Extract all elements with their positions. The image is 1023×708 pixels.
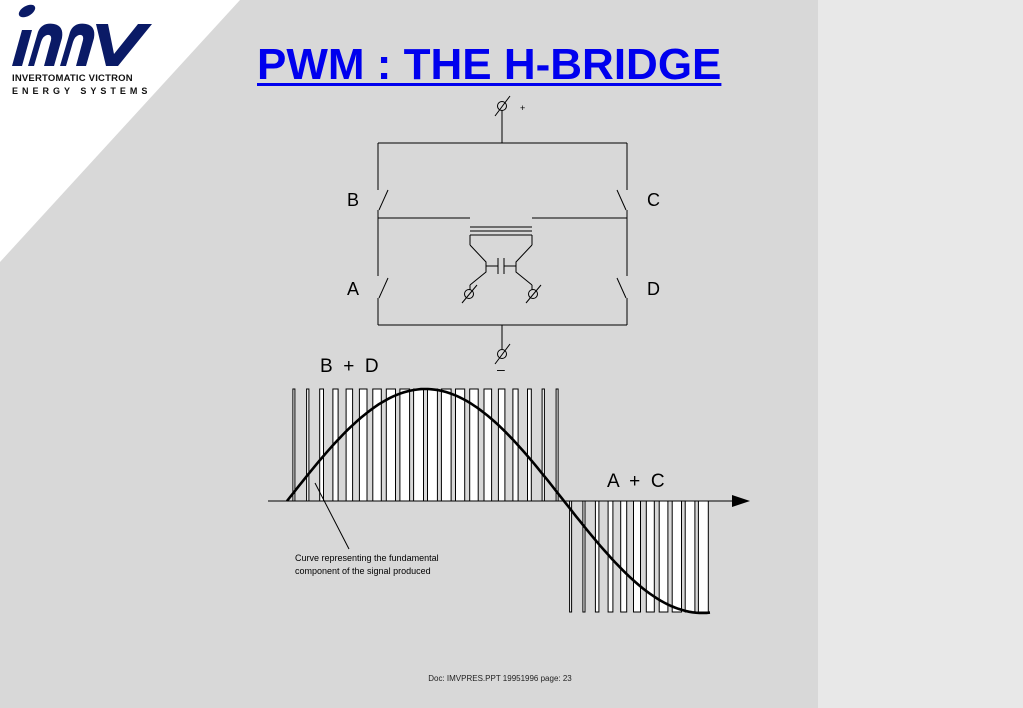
switch-label-b: B (347, 190, 359, 210)
pwm-pulse (569, 500, 573, 613)
h-bridge-circuit (377, 95, 628, 365)
negative-pwm-pulses (569, 500, 709, 613)
bottom-terminal-slash (494, 343, 511, 365)
pwm-pulse (684, 500, 696, 613)
top-terminal (497, 101, 507, 111)
pwm-pulse (594, 500, 600, 613)
left-output-branch (469, 244, 487, 286)
pwm-pulse (455, 388, 466, 502)
switch-a (378, 277, 389, 299)
switch-c (616, 189, 627, 211)
bottom-terminal (497, 349, 507, 359)
pwm-pulse (697, 500, 709, 613)
positive-pulse-label: B + D (320, 356, 379, 377)
pwm-pulse (527, 388, 532, 502)
right-output-branch (515, 244, 533, 286)
top-terminal-slash (494, 95, 511, 117)
h-bridge-diagram: + – B C A D B + D A + C Curve representi… (268, 95, 750, 615)
positive-terminal-label: + (520, 103, 525, 113)
pwm-pulse (413, 388, 425, 502)
positive-pwm-pulses (292, 388, 559, 502)
pwm-pulse (671, 500, 683, 613)
time-axis-arrow (732, 495, 750, 507)
pwm-pulse (483, 388, 493, 502)
pwm-pulse (399, 388, 411, 502)
pwm-pulse (292, 388, 296, 502)
pwm-pulse (385, 388, 396, 502)
pwm-pulse (345, 388, 354, 502)
logo-tagline: ENERGY SYSTEMS (12, 86, 152, 96)
pwm-pulse (541, 388, 545, 502)
pwm-pulse (620, 500, 628, 613)
corner-wedge (0, 0, 240, 262)
output-terminal-left (464, 289, 474, 299)
pwm-pulse (358, 388, 368, 502)
pwm-pulse (306, 388, 310, 502)
slide-title: PWM : THE H-BRIDGE (257, 40, 722, 89)
annotation-line-1: Curve representing the fundamental (295, 553, 439, 563)
imv-logo-mark (12, 4, 152, 66)
switch-label-d: D (647, 279, 660, 299)
slide-background: INVERTOMATIC VICTRON ENERGY SYSTEMS PWM … (0, 0, 818, 708)
imv-logo: INVERTOMATIC VICTRON ENERGY SYSTEMS (4, 2, 154, 102)
pwm-pulse (497, 388, 506, 502)
pwm-pulse (582, 500, 586, 613)
switch-label-a: A (347, 279, 359, 299)
right-panel (818, 0, 1023, 708)
pwm-pulse (555, 388, 559, 502)
pwm-pulse (633, 500, 641, 613)
logo-company-name: INVERTOMATIC VICTRON (12, 73, 133, 84)
pwm-pulse (440, 388, 452, 502)
output-terminal-right (528, 289, 538, 299)
annotation-line-2: component of the signal produced (295, 566, 431, 576)
annotation-leader-line (314, 482, 350, 550)
switch-b (378, 189, 389, 211)
switch-label-c: C (647, 190, 660, 210)
negative-pulse-label: A + C (607, 471, 665, 492)
footer-doc-reference: Doc: IMVPRES.PPT 19951996 page: 23 (428, 674, 572, 683)
pwm-pulse (319, 388, 325, 502)
negative-terminal-label: – (497, 361, 505, 377)
pwm-pulse (427, 388, 438, 502)
fundamental-sine-curve (285, 387, 711, 615)
pwm-pulse (658, 500, 669, 613)
switch-d (616, 277, 627, 299)
